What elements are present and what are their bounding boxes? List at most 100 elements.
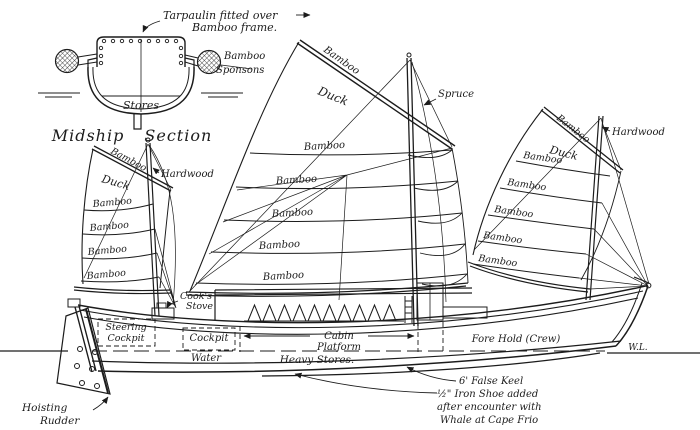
mizzen-rigging: [83, 143, 177, 309]
main-batten-label: Bamboo: [262, 270, 305, 283]
bowsprit-head: [633, 276, 650, 284]
mizzen-battens: [80, 203, 160, 283]
main-mast-truck: [406, 52, 412, 58]
main-rigging: [188, 59, 453, 303]
cook-stove-chimney: [156, 302, 167, 309]
steering-cockpit-line1: Steering: [105, 322, 146, 333]
midship-keel-stub: [133, 114, 142, 130]
mizzen-leech: [159, 190, 171, 289]
annotations: Hoisting Rudder 6' False Keel ½" Iron Sh…: [21, 366, 542, 427]
main-boom: [185, 282, 469, 297]
right-sponson: [196, 49, 222, 75]
midship-caption: Midship Section: [51, 126, 213, 145]
main-battens: [195, 149, 468, 285]
fore-hatch: [442, 306, 488, 319]
mizzen-batten-label: Bamboo: [88, 220, 129, 234]
waterline-label: W.L.: [628, 343, 648, 353]
tarpaulin-note-line2: Bamboo frame.: [191, 21, 277, 34]
water-label: Water: [191, 353, 222, 364]
main-batten-label: Bamboo: [303, 140, 346, 153]
bilge-wale: [91, 340, 622, 364]
stern-step: [67, 298, 81, 308]
masts-group: Hardwood Spruce Hardwood: [145, 52, 665, 327]
heavy-stores-label: Heavy Stores.: [279, 354, 355, 366]
deck-structures: Cook's Stove: [151, 282, 488, 323]
hoisting-rudder-leader: [92, 396, 109, 411]
fore-mast: [585, 115, 604, 301]
main-cloth-label: Duck: [315, 83, 350, 108]
sponsons-label-line1: Bamboo: [223, 51, 265, 62]
bow-stem-outer: [615, 285, 649, 347]
mizzen-cloth-label: Duck: [99, 172, 131, 193]
stores-label: Stores: [123, 99, 159, 112]
steering-cockpit-box: [97, 318, 156, 347]
fore-mast-leader: [601, 126, 611, 133]
main-sail: Bamboo Duck Bamboo Bamboo Bamboo Bamboo …: [185, 39, 469, 303]
main-mast-label: Spruce: [438, 89, 474, 100]
deckhouse-ladder: [404, 296, 413, 323]
left-sponson: [54, 48, 80, 74]
mizzen-mast-truck: [145, 137, 151, 143]
fore-batten-label: Bamboo: [506, 177, 548, 194]
hoisting-rudder-line2: Rudder: [39, 415, 80, 427]
keel-note-line2: ½" Iron Shoe added: [437, 389, 538, 400]
mizzen-batten-label: Bamboo: [86, 244, 127, 258]
stern-post: [74, 305, 97, 373]
main-yard: [296, 39, 456, 150]
tarpaulin-note-line1: Tarpaulin fitted over: [163, 9, 278, 22]
mizzen-yard: [91, 145, 174, 192]
cockpit-label: Cockpit: [190, 333, 230, 344]
cabin-platform-line1: Cabin: [324, 331, 354, 342]
cook-stove-leader: [166, 300, 179, 309]
keel-note-line4: Whale at Cape Frio: [440, 415, 538, 426]
sponsons-leader: [220, 64, 253, 70]
main-luff: [189, 41, 300, 292]
hoisting-rudder-line1: Hoisting: [21, 402, 68, 414]
main-yard-label: Bamboo: [320, 44, 361, 77]
midship-waterline-marks: [38, 92, 243, 98]
mizzen-yard-label: Bamboo: [108, 145, 149, 174]
main-batten-label: Bamboo: [271, 207, 314, 220]
fore-yard-label: Bamboo: [553, 112, 592, 146]
keel-leader-1: [406, 366, 457, 382]
deckhouse-roof: [214, 287, 473, 320]
fore-boom: [467, 261, 591, 293]
fore-leech: [580, 170, 622, 281]
keel-note-line3: after encounter with: [437, 402, 542, 413]
mizzen-batten-label: Bamboo: [91, 196, 132, 210]
fore-batten-label: Bamboo: [493, 204, 535, 221]
fore-mast-label: Hardwood: [611, 127, 665, 138]
sheer-line-3: [83, 297, 639, 335]
fore-battens: [472, 160, 611, 279]
fore-rigging: [473, 117, 650, 290]
cabin-platform-line2: Platform: [316, 342, 361, 353]
sheer-line-2: [79, 290, 644, 329]
midship-lashing-dots: [98, 38, 184, 66]
tarpaulin-leader: [142, 20, 161, 33]
main-mast: [406, 57, 419, 327]
mizzen-mast-label: Hardwood: [160, 169, 214, 180]
main-batten-pockets: [407, 149, 468, 287]
fore-hold-label: Fore Hold (Crew): [471, 334, 561, 345]
keel-note-line1: 6' False Keel: [459, 376, 523, 387]
fore-yard: [540, 106, 624, 174]
false-keel-line: [261, 352, 601, 377]
sponsons-label-line2: Sponsons: [216, 65, 264, 76]
main-batten-label: Bamboo: [275, 174, 318, 187]
cook-stove-line2: Stove: [186, 301, 213, 312]
cook-stove-line1: Cook's: [180, 291, 212, 302]
cockpit-box: [182, 327, 236, 351]
bow-stem-inner: [611, 282, 643, 343]
deckhouse-triangles: [247, 303, 397, 322]
mizzen-mast-leader: [152, 167, 160, 175]
hull-bottom: [97, 345, 617, 373]
mizzen-boom: [73, 286, 172, 295]
sponson-arms: [77, 53, 199, 67]
fore-luff: [472, 108, 544, 256]
mizzen-batten-label: Bamboo: [85, 268, 126, 282]
sheer-line-1: [77, 285, 647, 324]
hull-group: W.L. Steering Cockpit Cockpit Cabin Plat…: [0, 276, 700, 395]
steering-cockpit-line2: Cockpit: [107, 333, 144, 344]
